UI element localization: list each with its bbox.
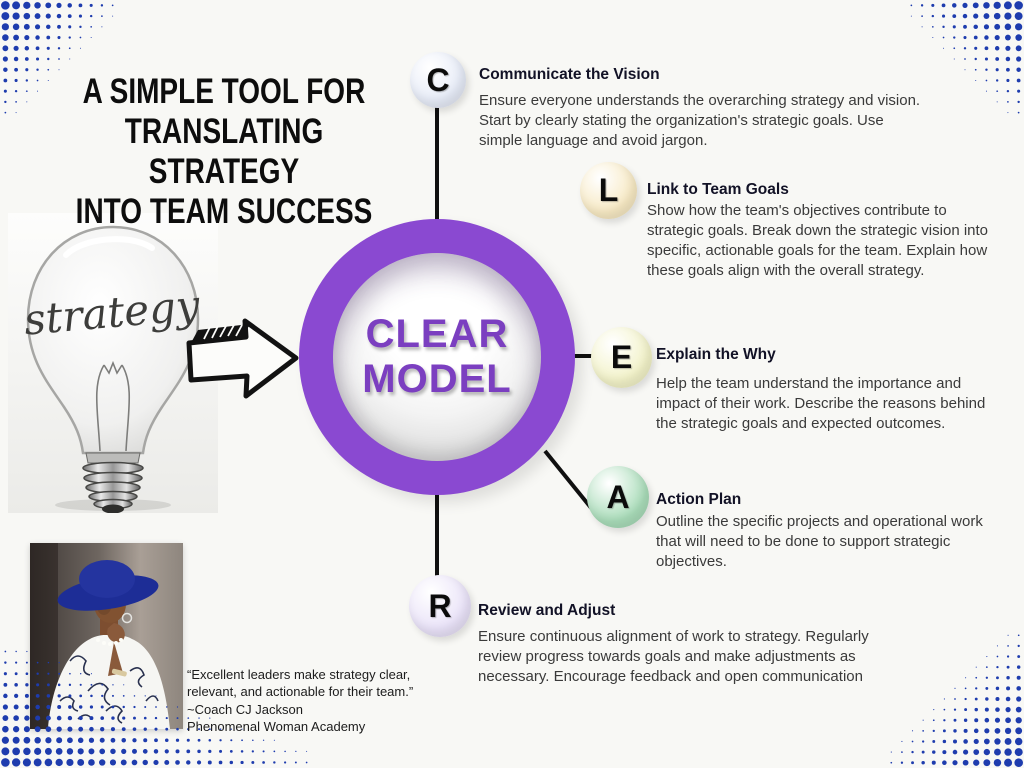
step-body: Show how the team's objectives contribut… xyxy=(647,202,989,279)
clear-model-sphere: CLEAR MODEL xyxy=(333,253,541,461)
step-text-link: Link to Team Goals Show how the team's o… xyxy=(647,181,999,281)
step-circle-a: A xyxy=(587,466,649,528)
coach-hat-dome xyxy=(79,560,135,598)
step-text-review: Review and Adjust Ensure continuous alig… xyxy=(478,602,882,687)
step-body: Outline the specific projects and operat… xyxy=(656,513,983,570)
page-title-line: TRANSLATING STRATEGY xyxy=(124,111,324,191)
coach-photo xyxy=(30,543,183,729)
clear-model-ring: CLEAR MODEL xyxy=(299,219,575,495)
halftone-pattern-bottom-right xyxy=(890,634,1023,767)
coach-hand xyxy=(107,623,125,643)
step-circle-r: R xyxy=(409,575,471,637)
step-title: Link to Team Goals xyxy=(647,181,789,198)
connector-line-c xyxy=(435,106,439,220)
connector-line-r xyxy=(435,492,439,578)
clear-model-label-line: CLEAR xyxy=(365,312,509,357)
step-title: Communicate the Vision xyxy=(479,66,660,83)
quote-organization: Phenomenal Woman Academy xyxy=(187,719,366,735)
step-letter-e: E xyxy=(610,339,633,375)
quote-attribution: ~Coach CJ Jackson xyxy=(187,701,303,717)
step-letter-r: R xyxy=(428,587,452,624)
bulb-screw-base xyxy=(82,461,144,510)
coach-blouse xyxy=(48,634,170,729)
quote-line: relevant, and actionable for their team.… xyxy=(187,684,414,700)
step-text-action: Action Plan Outline the specific project… xyxy=(656,491,1000,572)
step-circle-l: L xyxy=(580,162,637,219)
step-title: Action Plan xyxy=(656,491,742,508)
quote-line: “Excellent leaders make strategy clear, xyxy=(187,667,411,682)
strategy-lightbulb-image: strategy xyxy=(8,213,218,513)
step-body: Help the team understand the importance … xyxy=(656,375,986,432)
bulb-filament xyxy=(95,360,131,452)
clear-model-label-line: MODEL xyxy=(362,357,512,401)
page-title: A SIMPLE TOOL FOR TRANSLATING STRATEGY I… xyxy=(75,72,373,232)
coach-pearls xyxy=(96,638,123,646)
step-title: Review and Adjust xyxy=(478,602,616,619)
page-title-line: A SIMPLE TOOL FOR xyxy=(82,72,366,111)
step-letter-a: A xyxy=(606,478,630,515)
step-title: Explain the Why xyxy=(656,346,776,363)
doodle-arrow-icon xyxy=(186,318,299,399)
connector-line-e xyxy=(573,354,593,358)
clear-model-label: CLEAR MODEL xyxy=(362,312,511,402)
page-title-line: INTO TEAM SUCCESS xyxy=(75,191,373,231)
step-circle-c: C xyxy=(410,52,466,108)
step-text-communicate: Communicate the Vision Ensure everyone u… xyxy=(479,66,931,151)
step-circle-e: E xyxy=(591,327,652,388)
step-letter-l: L xyxy=(598,172,619,208)
step-letter-c: C xyxy=(426,61,450,98)
step-body: Ensure everyone understands the overarch… xyxy=(479,92,921,149)
step-body: Ensure continuous alignment of work to s… xyxy=(478,628,869,685)
quote-block: “Excellent leaders make strategy clear, … xyxy=(187,666,449,736)
step-text-explain: Explain the Why Help the team understand… xyxy=(656,346,990,434)
